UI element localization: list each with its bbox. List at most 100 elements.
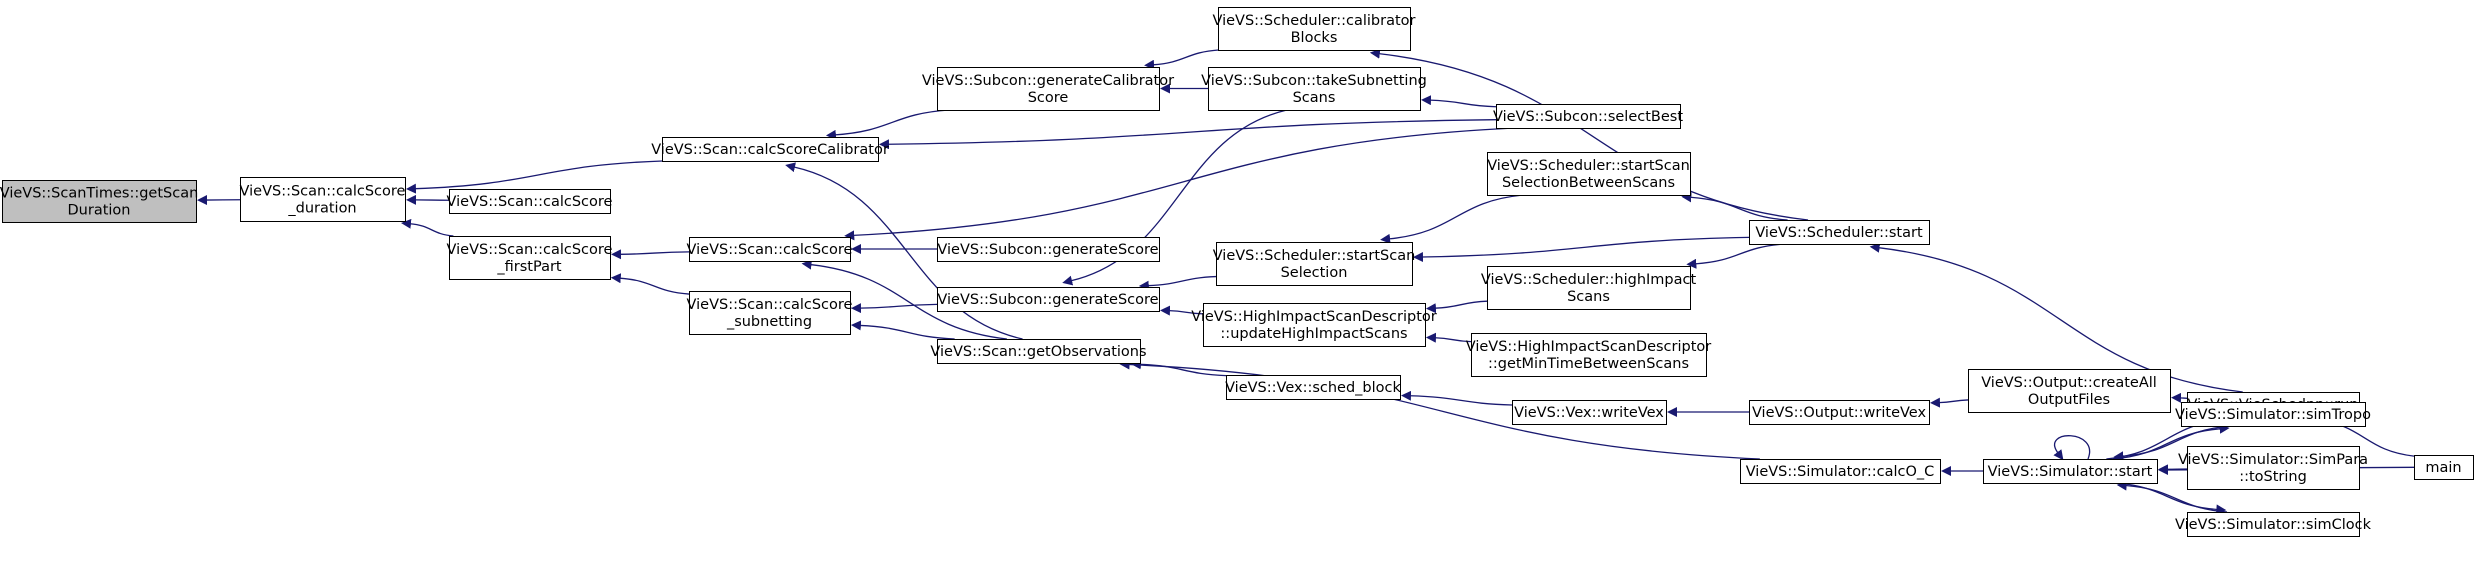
graph-node[interactable]: VieVS::Scan::calcScore [687, 237, 853, 262]
node-box[interactable] [449, 236, 611, 280]
call-edge-n19-n15 [1412, 236, 1750, 263]
graph-node[interactable]: VieVS::Vex::writeVex [1512, 400, 1667, 425]
node-box[interactable] [1749, 220, 1930, 245]
call-edge-n2-n1 [405, 160, 663, 194]
graph-node[interactable]: VieVS::Scan::getObservations [930, 339, 1147, 364]
node-label: ::toString [2239, 469, 2307, 485]
node-box[interactable] [1487, 152, 1691, 196]
node-box[interactable] [2414, 455, 2474, 480]
graph-node[interactable]: VieVS::Simulator::simClock [2175, 512, 2372, 537]
node-box[interactable] [449, 189, 611, 214]
graph-node[interactable]: VieVS::Scan::calcScore [447, 189, 613, 214]
node-box[interactable] [240, 177, 406, 222]
node-box[interactable] [1487, 266, 1691, 310]
graph-node[interactable]: VieVS::Subcon::selectBest [1493, 104, 1683, 129]
node-box[interactable] [1496, 104, 1681, 129]
graph-node[interactable]: VieVS::Scheduler::start [1749, 220, 1930, 245]
call-edge-n9-n11 [1062, 109, 1287, 286]
node-label: VieVS::Simulator::calcO_C [1746, 464, 1935, 480]
call-edge-n13-n9 [1420, 95, 1497, 108]
call-edge-n8-n5 [1144, 49, 1219, 70]
node-box[interactable] [689, 237, 851, 262]
node-label: Score [1028, 90, 1069, 106]
node-box[interactable] [937, 287, 1160, 312]
node-label: VieVS::Subcon::generateCalibrator [922, 73, 1174, 89]
node-box[interactable] [1968, 369, 2171, 413]
call-edge-n4-n1 [401, 218, 454, 237]
call-edge-n16-n11 [1159, 305, 1204, 316]
graph-node[interactable]: VieVS::Simulator::SimPara::toString [2178, 446, 2368, 490]
node-box[interactable] [1471, 333, 1707, 377]
graph-node[interactable]: VieVS::Scan::calcScore_subnetting [687, 291, 853, 335]
node-label: VieVS::Simulator::SimPara [2178, 452, 2368, 468]
call-edge-n13-n2 [878, 119, 1497, 150]
node-label: VieVS::Scan::calcScore [447, 242, 613, 258]
graph-node[interactable]: VieVS::Subcon::generateScore [937, 287, 1160, 312]
call-edge-n13-n6 [844, 127, 1515, 241]
node-label: SelectionBetweenScans [1502, 175, 1675, 191]
graph-node[interactable]: VieVS::Vex::sched_block [1225, 375, 1402, 400]
graph-node[interactable]: VieVS::Scan::calcScore_duration [240, 177, 406, 222]
node-label: VieVS::Simulator::simTropo [2175, 407, 2371, 423]
call-edge-n25-n12 [1119, 359, 1760, 460]
node-box[interactable] [2187, 446, 2360, 490]
node-box[interactable] [937, 67, 1160, 111]
call-edge-n6-n4 [610, 249, 690, 260]
graph-node[interactable]: VieVS::HighImpactScanDescriptor::updateH… [1191, 303, 1437, 347]
node-label: main [2425, 460, 2461, 476]
graph-node[interactable]: main [2414, 455, 2474, 480]
node-label: VieVS::Scan::getObservations [930, 344, 1146, 360]
graph-node[interactable]: VieVS::Simulator::calcO_C [1740, 459, 1941, 484]
call-edge-n27-n26 [2113, 425, 2231, 462]
graph-node[interactable]: VieVS::Subcon::generateScore [937, 237, 1160, 262]
graph-node[interactable]: VieVS::Simulator::simTropo [2175, 402, 2371, 427]
call-edge-n26-n29 [2115, 482, 2227, 515]
node-box[interactable] [1226, 375, 1401, 400]
graph-node[interactable]: VieVS::Simulator::start [1983, 459, 2158, 484]
node-box[interactable] [662, 137, 879, 162]
node-label: VieVS::Scheduler::start [1755, 225, 1923, 241]
node-label: VieVS::Scan::calcScore [240, 184, 406, 200]
node-box[interactable] [1749, 400, 1930, 425]
node-label: VieVS::Vex::sched_block [1225, 380, 1401, 396]
graph-node[interactable]: VieVS::Output::writeVex [1749, 400, 1930, 425]
node-box[interactable] [1218, 7, 1411, 51]
graph-node[interactable]: VieVS::HighImpactScanDescriptor::getMinT… [1466, 333, 1712, 377]
node-label: VieVS::Subcon::selectBest [1493, 109, 1683, 125]
node-box[interactable] [937, 237, 1160, 262]
node-box[interactable] [1203, 303, 1426, 347]
node-label: VieVS::HighImpactScanDescriptor [1466, 339, 1712, 355]
node-box[interactable] [2181, 402, 2366, 427]
node-label: VieVS::Output::createAll [1981, 375, 2157, 391]
node-box[interactable] [2, 180, 197, 223]
call-edge-n26-n26 [2053, 435, 2091, 461]
node-box[interactable] [1740, 459, 1941, 484]
node-box[interactable] [1983, 459, 2158, 484]
graph-node[interactable]: VieVS::Scan::calcScoreCalibrator [651, 137, 889, 162]
graph-node[interactable]: VieVS::Scan::calcScore_firstPart [447, 236, 613, 280]
node-box[interactable] [1208, 67, 1421, 111]
node-label: _subnetting [726, 314, 812, 330]
node-box[interactable] [1512, 400, 1667, 425]
node-label: VieVS::Subcon::generateScore [937, 292, 1158, 308]
graph-node[interactable]: VieVS::Scheduler::startScanSelectionBetw… [1487, 152, 1691, 196]
call-edge-n19-n14 [1681, 192, 1788, 221]
node-box[interactable] [2187, 512, 2360, 537]
call-edge-n12-n7 [850, 320, 955, 340]
node-label: Selection [1281, 265, 1348, 281]
node-box[interactable] [937, 339, 1141, 364]
node-box[interactable] [1216, 242, 1413, 286]
call-edge-n24-n19 [1869, 242, 2243, 393]
node-box[interactable] [689, 291, 851, 335]
node-label: VieVS::Output::writeVex [1752, 405, 1926, 421]
node-label: Scans [1567, 289, 1610, 305]
call-edge-n17-n16 [1425, 300, 1488, 314]
